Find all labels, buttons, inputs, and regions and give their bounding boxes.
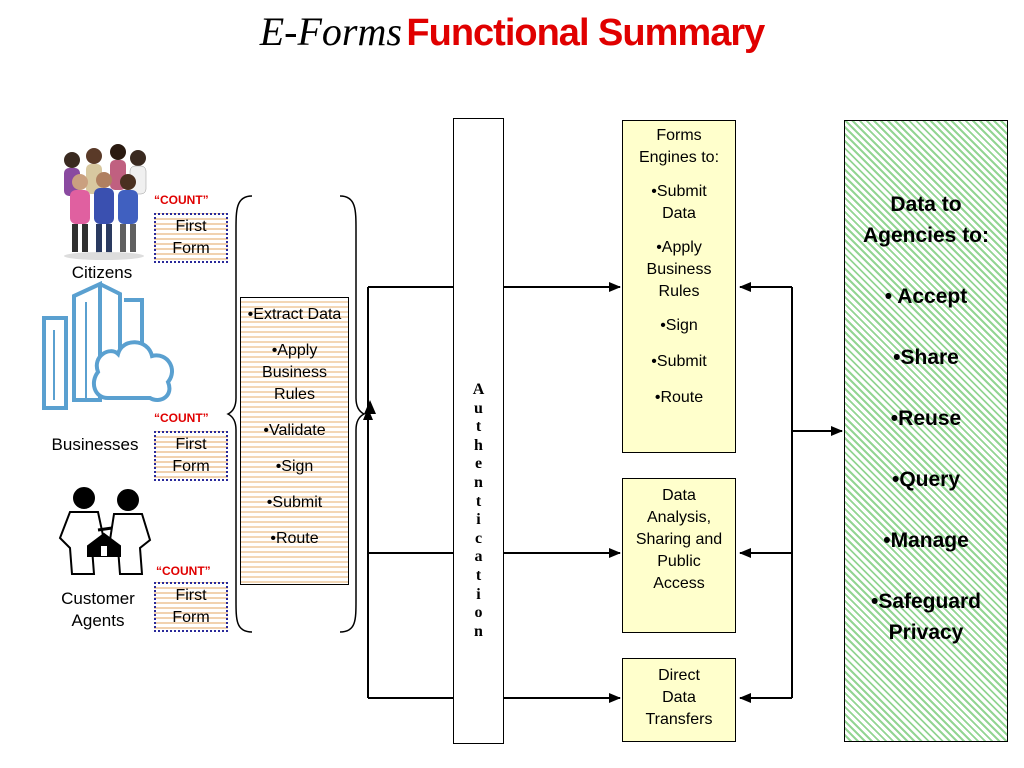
authentication-letter: e xyxy=(474,455,483,473)
first-form-line1: First xyxy=(175,587,207,604)
citizens-label: Citizens xyxy=(71,263,133,282)
businesses-label: Businesses xyxy=(51,435,139,454)
authentication-letter: o xyxy=(474,604,483,622)
first-form-line2: Form xyxy=(172,240,210,257)
agents-first-form[interactable]: First Form xyxy=(154,582,228,632)
authentication-letter: A xyxy=(472,381,485,398)
left-brace xyxy=(226,195,253,633)
first-form-line2: Form xyxy=(172,609,210,626)
process-box: •Extract Data •Apply Business Rules •Val… xyxy=(240,297,349,585)
process-item-extract: •Extract Data xyxy=(247,306,342,323)
direct-transfers-box: Direct Data Transfers xyxy=(622,658,736,742)
engine-item-route: •Route xyxy=(654,389,704,406)
authentication-letter: a xyxy=(474,548,483,566)
authentication-letter: c xyxy=(474,529,483,547)
direct-transfers-label: Direct Data Transfers xyxy=(645,667,713,728)
agents-label: Customer Agents xyxy=(46,588,150,632)
forms-engines-heading: Forms Engines to: xyxy=(638,127,720,166)
agents-count: “COUNT” xyxy=(156,564,211,578)
first-form-line1: First xyxy=(175,218,207,235)
first-form-line2: Form xyxy=(172,458,210,475)
title-italic: E-Forms xyxy=(259,9,402,54)
title-bold: Functional Summary xyxy=(406,12,765,54)
engine-item-submit: •Submit xyxy=(651,353,707,370)
page-title: E-Forms Functional Summary xyxy=(0,8,1024,55)
authentication-letter: t xyxy=(475,418,482,436)
agencies-heading: Data to Agencies to: xyxy=(862,193,990,247)
authentication-letter: n xyxy=(474,473,483,491)
agencies-content: Data to Agencies to: • Accept •Share •Re… xyxy=(845,189,1007,648)
authentication-letter: u xyxy=(474,399,483,417)
authentication-letter: n xyxy=(474,622,483,640)
data-analysis-label: Data Analysis, Sharing and Public Access xyxy=(635,487,723,592)
engine-item-apply-rules: •Apply Business Rules xyxy=(646,239,712,300)
agencies-item-reuse: •Reuse xyxy=(890,407,962,430)
authentication-letter: h xyxy=(474,436,483,454)
data-analysis-box: Data Analysis, Sharing and Public Access xyxy=(622,478,736,633)
process-item-submit: •Submit xyxy=(266,494,323,511)
first-form-line1: First xyxy=(175,436,207,453)
agencies-item-privacy: •Safeguard Privacy xyxy=(870,590,982,644)
agents-label-line2: Agents xyxy=(71,611,125,630)
agencies-item-share: •Share xyxy=(893,346,959,369)
authentication-letter: t xyxy=(475,492,482,510)
businesses-first-form[interactable]: First Form xyxy=(154,431,228,481)
agents-label-line1: Customer xyxy=(61,589,135,608)
citizens-first-form[interactable]: First Form xyxy=(154,213,228,263)
authentication-letter: t xyxy=(475,566,482,584)
agencies-box: Data to Agencies to: • Accept •Share •Re… xyxy=(844,120,1008,742)
authentication-letter: i xyxy=(476,585,481,603)
citizens-count: “COUNT” xyxy=(154,193,209,207)
process-item-route: •Route xyxy=(270,530,319,547)
businesses-count: “COUNT” xyxy=(154,411,209,425)
agencies-item-accept: • Accept xyxy=(884,285,968,308)
forms-engines-box: Forms Engines to: •Submit Data •Apply Bu… xyxy=(622,120,736,453)
office-buildings-icon xyxy=(42,280,174,410)
people-group-icon xyxy=(64,144,147,260)
process-item-apply-rules: •Apply Business Rules xyxy=(262,342,327,403)
engine-item-submit-data: •Submit Data xyxy=(651,183,707,222)
process-item-validate: •Validate xyxy=(263,422,326,439)
engine-item-sign: •Sign xyxy=(660,317,698,334)
process-item-sign: •Sign xyxy=(275,458,314,475)
authentication-letter: i xyxy=(476,511,481,529)
agencies-item-query: •Query xyxy=(891,468,961,491)
agencies-item-manage: •Manage xyxy=(883,529,969,552)
handshake-agents-icon xyxy=(58,487,152,575)
